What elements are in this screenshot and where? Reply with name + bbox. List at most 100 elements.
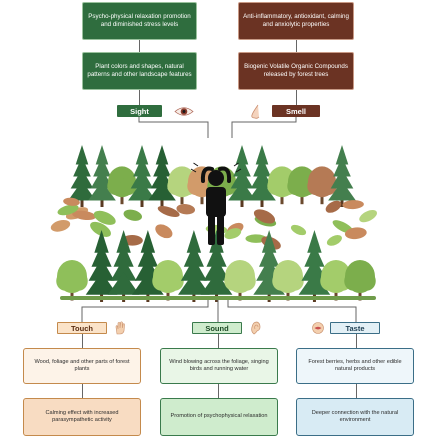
tree-crown bbox=[344, 271, 363, 291]
touch-effect-text: Calming effect with increased parasympat… bbox=[45, 409, 119, 423]
taste-label-text: Taste bbox=[345, 323, 365, 333]
leaf bbox=[224, 228, 242, 240]
smell-effect-text: Anti-inflammatory, antioxidant, calming … bbox=[243, 13, 349, 28]
tree-crown bbox=[152, 271, 171, 291]
pine-foliage bbox=[107, 272, 140, 295]
pine-foliage bbox=[116, 230, 131, 253]
pine-foliage bbox=[209, 230, 224, 253]
pine-foliage bbox=[91, 244, 112, 267]
touch-source-text: Wood, foliage and other parts of forest … bbox=[34, 358, 130, 372]
tree-crown bbox=[267, 176, 285, 196]
sight-label-text: Sight bbox=[130, 106, 149, 116]
leaf bbox=[50, 220, 71, 232]
pine-foliage bbox=[110, 258, 137, 281]
smell-label: Smell bbox=[272, 105, 320, 117]
tree-trunk bbox=[358, 287, 362, 301]
sound-effect-text: Promotion of psychophysical relaxation bbox=[170, 413, 268, 420]
sound-label: Sound bbox=[192, 322, 242, 334]
tree-trunk bbox=[120, 191, 124, 205]
leaf bbox=[245, 234, 267, 243]
pine-trunk bbox=[160, 199, 164, 207]
tree-trunk bbox=[280, 191, 284, 205]
tree-crown bbox=[107, 176, 125, 196]
pine-foliage bbox=[73, 157, 91, 177]
tree-crown bbox=[224, 271, 243, 291]
ground bbox=[60, 296, 376, 300]
smell-effect-box: Anti-inflammatory, antioxidant, calming … bbox=[238, 2, 354, 40]
pine-trunk bbox=[260, 199, 264, 207]
leaf bbox=[90, 221, 111, 237]
touch-label: Touch bbox=[57, 322, 107, 334]
sight-connector-top bbox=[139, 40, 140, 52]
pine-foliage bbox=[328, 181, 356, 201]
leaf bbox=[325, 200, 342, 213]
pine-trunk bbox=[340, 199, 344, 207]
sight-effect-text: Psycho-physical relaxation promotion and… bbox=[88, 13, 191, 28]
pine-foliage bbox=[228, 181, 256, 201]
pine-foliage bbox=[148, 181, 176, 201]
sound-source-box: Wind blowing across the foliage, singing… bbox=[160, 348, 278, 384]
pine-foliage bbox=[261, 230, 277, 253]
pine-foliage bbox=[307, 230, 322, 253]
pine-foliage bbox=[85, 272, 118, 295]
pine-foliage bbox=[183, 244, 204, 267]
leaf bbox=[57, 204, 79, 216]
sight-source-text: Plant colors and shapes, natural pattern… bbox=[87, 63, 192, 78]
person-leg-right bbox=[217, 215, 224, 245]
pine-foliage bbox=[259, 244, 280, 267]
pine-trunk bbox=[240, 199, 244, 207]
nose-icon bbox=[251, 104, 260, 119]
taste-source-text: Forest berries, herbs and other edible n… bbox=[308, 358, 402, 372]
pine-foliage bbox=[155, 145, 169, 165]
leaf bbox=[123, 209, 142, 221]
pine-trunk bbox=[100, 199, 104, 207]
smell-connector-mid bbox=[296, 90, 297, 105]
tree-trunk bbox=[334, 287, 338, 301]
leaf bbox=[176, 204, 196, 215]
pine-foliage bbox=[200, 272, 233, 295]
pine-foliage bbox=[335, 145, 349, 165]
pine-foliage bbox=[206, 244, 227, 267]
person-arm-right bbox=[218, 166, 232, 183]
pine-foliage bbox=[137, 244, 158, 267]
leaf bbox=[157, 206, 180, 218]
pine-foliage bbox=[130, 169, 154, 189]
touch-connector-2 bbox=[82, 384, 83, 398]
taste-label: Taste bbox=[330, 322, 380, 334]
tree-crown bbox=[272, 271, 291, 291]
stress-mark bbox=[233, 162, 239, 167]
pine-foliage bbox=[70, 169, 94, 189]
pine-foliage bbox=[95, 145, 109, 165]
person-arm-left bbox=[200, 166, 214, 183]
pine-foliage bbox=[68, 181, 96, 201]
smell-source-box: Biogenic Volatile Organic Compounds rele… bbox=[238, 52, 354, 90]
mouth-icon bbox=[312, 322, 324, 334]
leaf bbox=[326, 235, 342, 246]
touch-label-text: Touch bbox=[71, 323, 93, 333]
tree-trunk bbox=[300, 191, 304, 205]
pine-foliage bbox=[153, 157, 171, 177]
sound-source-text: Wind blowing across the foliage, singing… bbox=[169, 358, 269, 372]
tree-trunk bbox=[238, 287, 242, 301]
pine-foliage bbox=[132, 272, 164, 295]
pine-foliage bbox=[230, 169, 254, 189]
taste-connector-2 bbox=[356, 384, 357, 398]
tree-trunk bbox=[180, 191, 184, 205]
pine-trunk bbox=[80, 199, 84, 207]
tree-crown bbox=[165, 271, 184, 291]
tree-trunk bbox=[286, 287, 290, 301]
person-head bbox=[208, 170, 224, 186]
pine-foliage bbox=[140, 230, 156, 253]
pine-foliage bbox=[203, 258, 230, 281]
sight-effect-box: Psycho-physical relaxation promotion and… bbox=[82, 2, 197, 40]
sound-connector-1 bbox=[218, 334, 219, 348]
tree-crown bbox=[187, 176, 205, 196]
pine-foliage bbox=[298, 272, 331, 295]
tree-crown bbox=[307, 176, 325, 196]
tree-trunk bbox=[166, 287, 170, 301]
eye-icon bbox=[174, 107, 194, 116]
tree-crown bbox=[287, 176, 305, 196]
